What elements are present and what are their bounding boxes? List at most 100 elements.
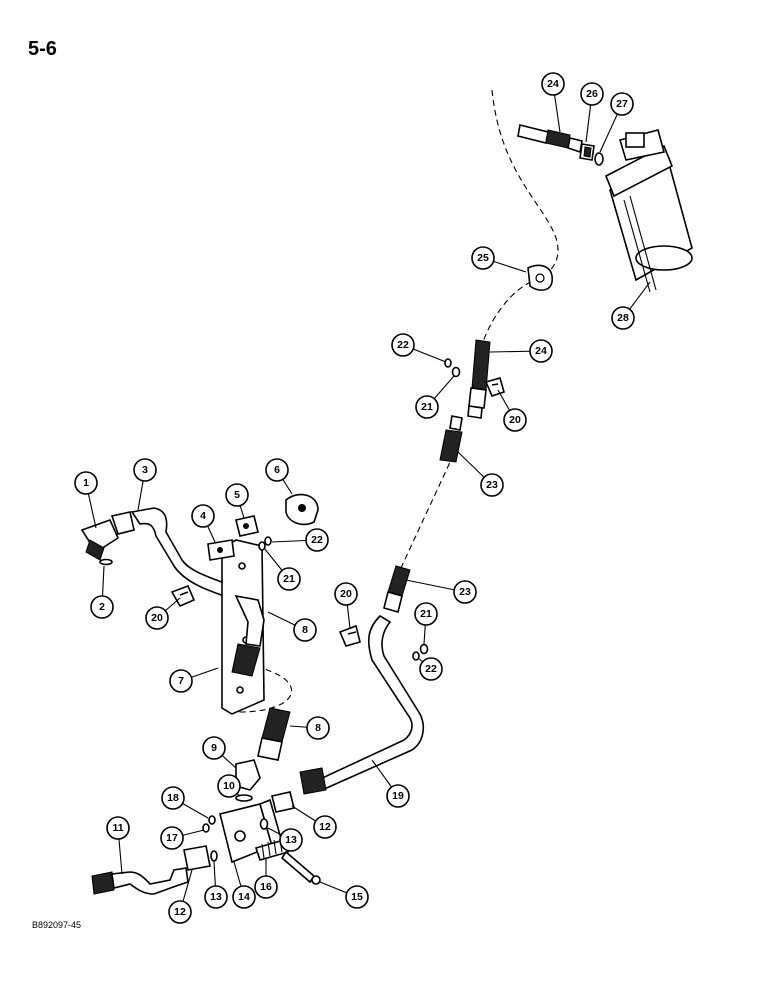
clamp-6 [285, 493, 319, 526]
callout-number: 7 [178, 675, 184, 687]
callout-circle [391, 333, 415, 357]
hose-23-lower-end [383, 565, 411, 613]
callout-17: 17 [160, 826, 184, 850]
o-ring-10 [235, 794, 253, 802]
callout-number: 5 [234, 489, 240, 501]
tube-11 [91, 867, 189, 895]
hose-route-upper [481, 89, 559, 346]
callout-6: 6 [265, 458, 289, 482]
callout-14: 14 [232, 885, 256, 909]
clip-20-left [170, 584, 196, 608]
callout-circle [204, 885, 228, 909]
callout-circle [161, 786, 185, 810]
callout-number: 12 [319, 821, 331, 833]
callout-circle [265, 458, 289, 482]
washer-22-upper [444, 358, 452, 368]
callout-27: 27 [610, 92, 634, 116]
callout-number: 17 [166, 832, 178, 844]
o-ring-13-left [210, 850, 218, 862]
adapter-12-left [183, 845, 211, 871]
callout-circle [169, 669, 193, 693]
callout-25: 25 [471, 246, 495, 270]
clip-20-upper [484, 377, 505, 397]
callout-circle [334, 582, 358, 606]
callout-5: 5 [225, 483, 249, 507]
callout-13: 13 [279, 828, 303, 852]
washer-21-lower [419, 643, 429, 655]
callout-circle [279, 828, 303, 852]
callout-circle [202, 736, 226, 760]
callout-circle [306, 716, 330, 740]
callout-22: 22 [305, 528, 329, 552]
callout-number: 15 [351, 891, 363, 903]
callout-number: 27 [616, 98, 628, 110]
callout-circle [293, 618, 317, 642]
callout-number: 10 [223, 780, 235, 792]
steering-cylinder-28 [604, 129, 693, 293]
callout-number: 1 [83, 477, 89, 489]
hose-route-lower [228, 659, 293, 713]
callout-8: 8 [293, 618, 317, 642]
callout-22: 22 [419, 657, 443, 681]
callout-circle [106, 816, 130, 840]
callout-circle [160, 826, 184, 850]
callout-circle [277, 567, 301, 591]
callout-22: 22 [391, 333, 415, 357]
callout-11: 11 [106, 816, 130, 840]
callout-number: 22 [397, 339, 409, 351]
callout-12: 12 [313, 815, 337, 839]
callout-circle [232, 885, 256, 909]
callout-number: 9 [211, 742, 217, 754]
callout-circle [541, 72, 565, 96]
callout-8: 8 [306, 716, 330, 740]
callout-circle [611, 306, 635, 330]
callout-1: 1 [74, 471, 98, 495]
page-number: 5-6 [28, 38, 57, 60]
callout-13: 13 [204, 885, 228, 909]
callout-20: 20 [334, 582, 358, 606]
callout-number: 23 [486, 479, 498, 491]
callout-number: 21 [283, 573, 295, 585]
callout-16: 16 [254, 875, 278, 899]
callout-23: 23 [453, 580, 477, 604]
o-ring-2 [99, 558, 113, 566]
hose-8-upper [231, 594, 265, 677]
callout-number: 13 [210, 891, 222, 903]
callout-9: 9 [202, 736, 226, 760]
callout-circle [529, 339, 553, 363]
o-ring-13-right [259, 818, 269, 830]
callout-circle [313, 815, 337, 839]
hose-23-upper-end [439, 415, 463, 463]
fitting-26 [579, 143, 595, 161]
figure-code: B892097-45 [32, 920, 82, 930]
callout-circle [471, 246, 495, 270]
callout-circle [503, 408, 527, 432]
callout-2: 2 [90, 595, 114, 619]
connector-4 [207, 539, 235, 561]
callout-10: 10 [217, 774, 241, 798]
callout-21: 21 [415, 395, 439, 419]
callout-19: 19 [386, 784, 410, 808]
callout-circle [225, 483, 249, 507]
callout-circle [414, 602, 438, 626]
callout-3: 3 [133, 458, 157, 482]
callout-circle [345, 885, 369, 909]
callout-20: 20 [503, 408, 527, 432]
callout-circle [610, 92, 634, 116]
callout-number: 14 [238, 891, 250, 903]
callout-number: 16 [260, 881, 272, 893]
callout-number: 18 [167, 792, 179, 804]
washer-21-upper [451, 366, 461, 378]
washer-22-lower [412, 651, 420, 661]
callout-number: 8 [302, 624, 308, 636]
callout-number: 23 [459, 586, 471, 598]
spacers-16 [254, 839, 290, 861]
callout-number: 21 [420, 608, 432, 620]
callout-12: 12 [168, 900, 192, 924]
adapter-12-right [271, 791, 295, 813]
callout-23: 23 [480, 473, 504, 497]
callout-number: 20 [151, 612, 163, 624]
callout-21: 21 [414, 602, 438, 626]
clamp-25 [527, 264, 553, 291]
